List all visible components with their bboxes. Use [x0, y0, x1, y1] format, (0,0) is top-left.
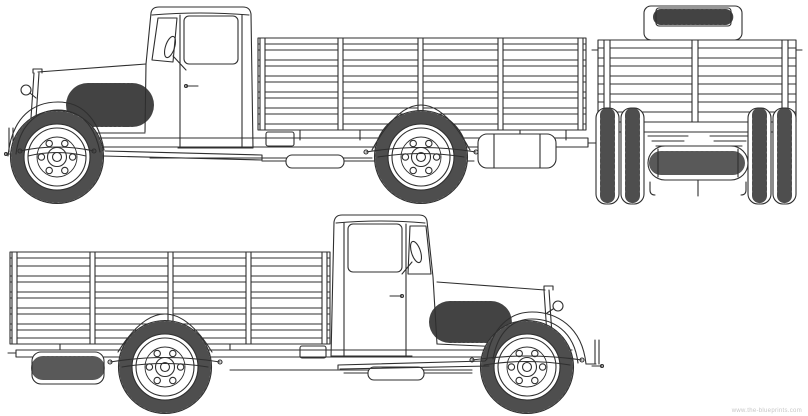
shackle-hook — [740, 181, 747, 196]
cab — [330, 214, 438, 358]
door-window — [347, 223, 403, 273]
shackle-hook — [649, 181, 656, 196]
bed-stake — [89, 251, 96, 345]
windshield — [151, 17, 178, 63]
bed-stake — [577, 37, 584, 131]
bed-stake — [245, 251, 252, 345]
running-board — [102, 150, 263, 161]
crank-handle — [3, 151, 9, 157]
door-seams — [179, 14, 243, 149]
front-wheel — [11, 111, 104, 204]
cab-roof — [643, 5, 743, 41]
steering-wheel — [409, 240, 423, 264]
bed-rear-panel — [591, 39, 803, 123]
truck-view-side-left — [3, 6, 600, 204]
door-window — [183, 15, 239, 65]
leaf-springs — [107, 355, 585, 368]
truck-view-rear — [591, 5, 803, 205]
rear-wheel — [119, 321, 212, 414]
fuel-tank — [477, 133, 557, 169]
windshield — [407, 225, 432, 275]
steering-wheel — [163, 35, 177, 59]
bed-stake — [259, 37, 266, 131]
bed-stake — [691, 39, 699, 123]
leaf-springs — [17, 146, 479, 158]
front-fender — [486, 311, 597, 365]
radiator-cap — [543, 285, 554, 291]
toolbox — [299, 345, 327, 359]
bed-stake — [337, 37, 344, 131]
rear-fender — [117, 313, 213, 353]
rear-fender — [371, 104, 471, 151]
cargo-bed — [257, 37, 587, 131]
running-board — [337, 358, 490, 370]
bed-stake — [497, 37, 504, 131]
bed-stake — [321, 251, 328, 345]
hood — [429, 281, 554, 351]
door-seams — [343, 222, 407, 357]
headlight — [546, 300, 564, 314]
hood — [29, 63, 154, 134]
headlight — [20, 84, 37, 99]
truck-view-side-right — [7, 214, 605, 414]
fuel-tank — [31, 351, 105, 385]
cargo-bed — [9, 251, 331, 345]
muffler — [343, 366, 473, 381]
toolbox — [265, 131, 295, 147]
bed-stake — [11, 251, 18, 345]
front-bumper — [591, 339, 605, 369]
cab — [144, 6, 254, 149]
rear-dual-wheels-right — [747, 107, 797, 205]
radiator-cap — [32, 68, 43, 74]
watermark: www.the-blueprints.com — [731, 408, 802, 414]
front-fender — [7, 101, 105, 157]
spare-tire — [647, 145, 749, 181]
crank-handle — [599, 363, 605, 369]
rear-dual-wheels-left — [595, 107, 645, 205]
